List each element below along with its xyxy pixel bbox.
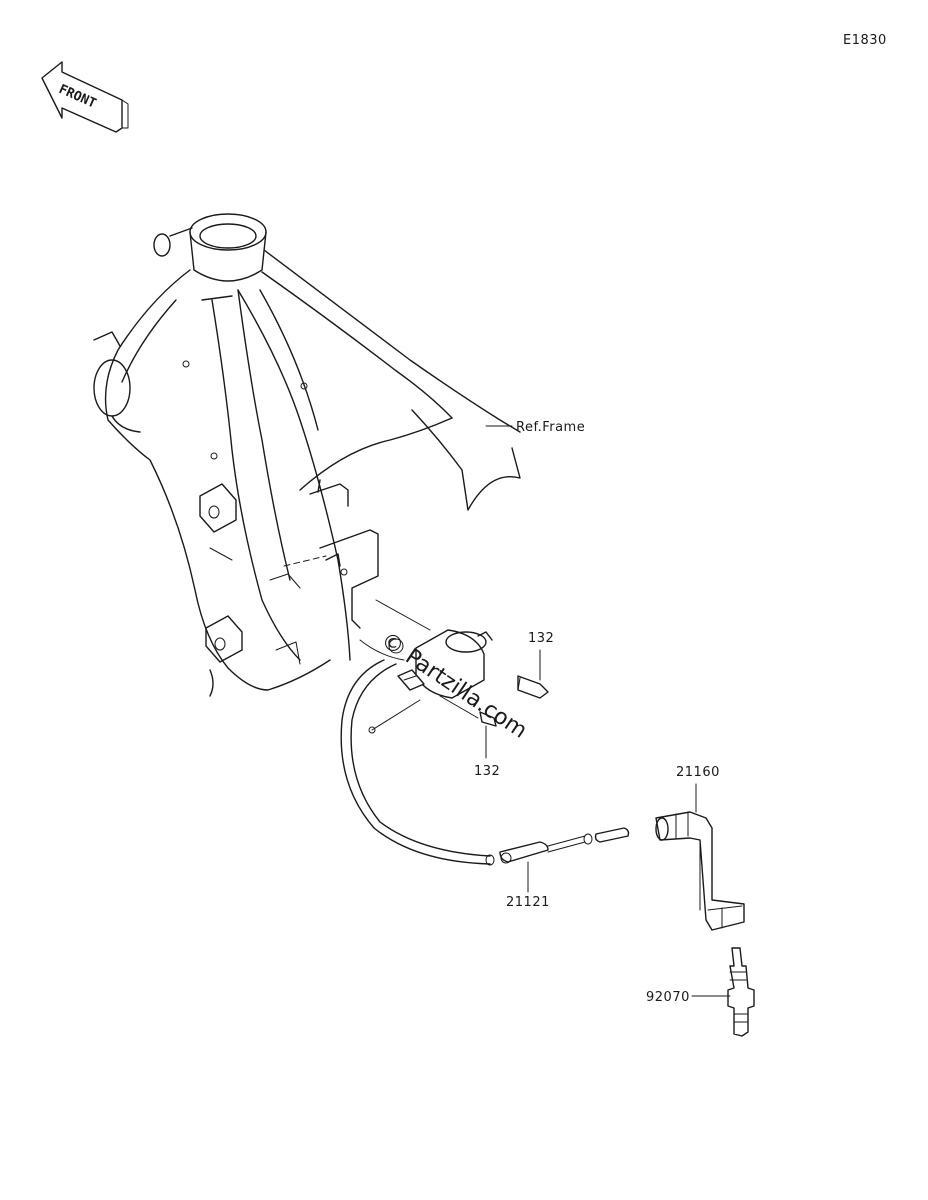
svg-text:21160: 21160 xyxy=(676,765,720,780)
callout-plug: 92070 xyxy=(646,990,731,1005)
frame-drawing xyxy=(93,213,521,697)
callout-cap: 21160 xyxy=(676,765,720,813)
svg-text:132: 132 xyxy=(474,764,500,779)
ht-lead xyxy=(340,659,630,866)
ignition-coil xyxy=(368,629,549,734)
svg-text:132: 132 xyxy=(528,631,554,646)
spark-plug-cap xyxy=(655,811,745,931)
spark-plug xyxy=(727,947,755,1037)
callout-bolt-upper: 132 xyxy=(528,631,554,681)
callout-coil: 21121 xyxy=(506,861,550,910)
callout-bolt-lower: 132 xyxy=(474,725,500,779)
svg-text:©: © xyxy=(382,632,404,657)
ref-frame-label: Ref.Frame xyxy=(516,420,585,435)
diagram-code: E1830 xyxy=(843,33,887,48)
svg-text:21121: 21121 xyxy=(506,895,550,910)
front-arrow-icon: FRONT xyxy=(41,61,129,133)
svg-text:92070: 92070 xyxy=(646,990,690,1005)
